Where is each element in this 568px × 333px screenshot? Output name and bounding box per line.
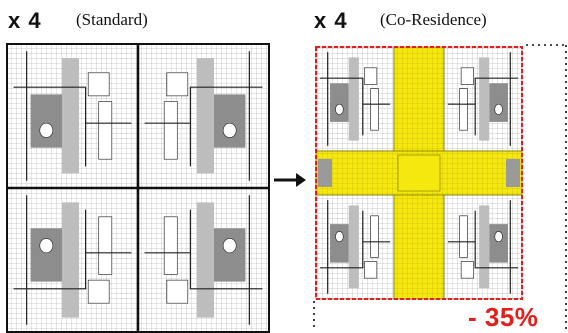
apartment-unit: [315, 46, 395, 152]
apartment-unit: [137, 43, 270, 189]
left-caption: (Standard): [76, 10, 148, 29]
co-residence-plan-drawing: [313, 44, 567, 331]
apartment-unit: [6, 43, 139, 189]
shared-space-cross: [315, 46, 523, 300]
co-residence-plan: [312, 43, 568, 333]
standard-plan-grid: [6, 43, 270, 333]
apartment-unit: [6, 187, 139, 333]
standard-plan-drawing: [6, 43, 270, 333]
right-multiplier: x 4: [314, 8, 348, 33]
apartment-unit: [315, 194, 395, 300]
reduction-label: - 35%: [468, 302, 539, 332]
arrow-right-icon: [272, 170, 308, 190]
left-multiplier: x 4: [8, 8, 42, 33]
co-residence-boundary: [315, 46, 523, 300]
apartment-unit: [137, 187, 270, 333]
original-footprint-boundary: [526, 44, 567, 331]
right-caption: (Co-Residence): [380, 10, 487, 29]
apartment-unit: [443, 194, 523, 300]
apartment-unit: [443, 46, 523, 152]
